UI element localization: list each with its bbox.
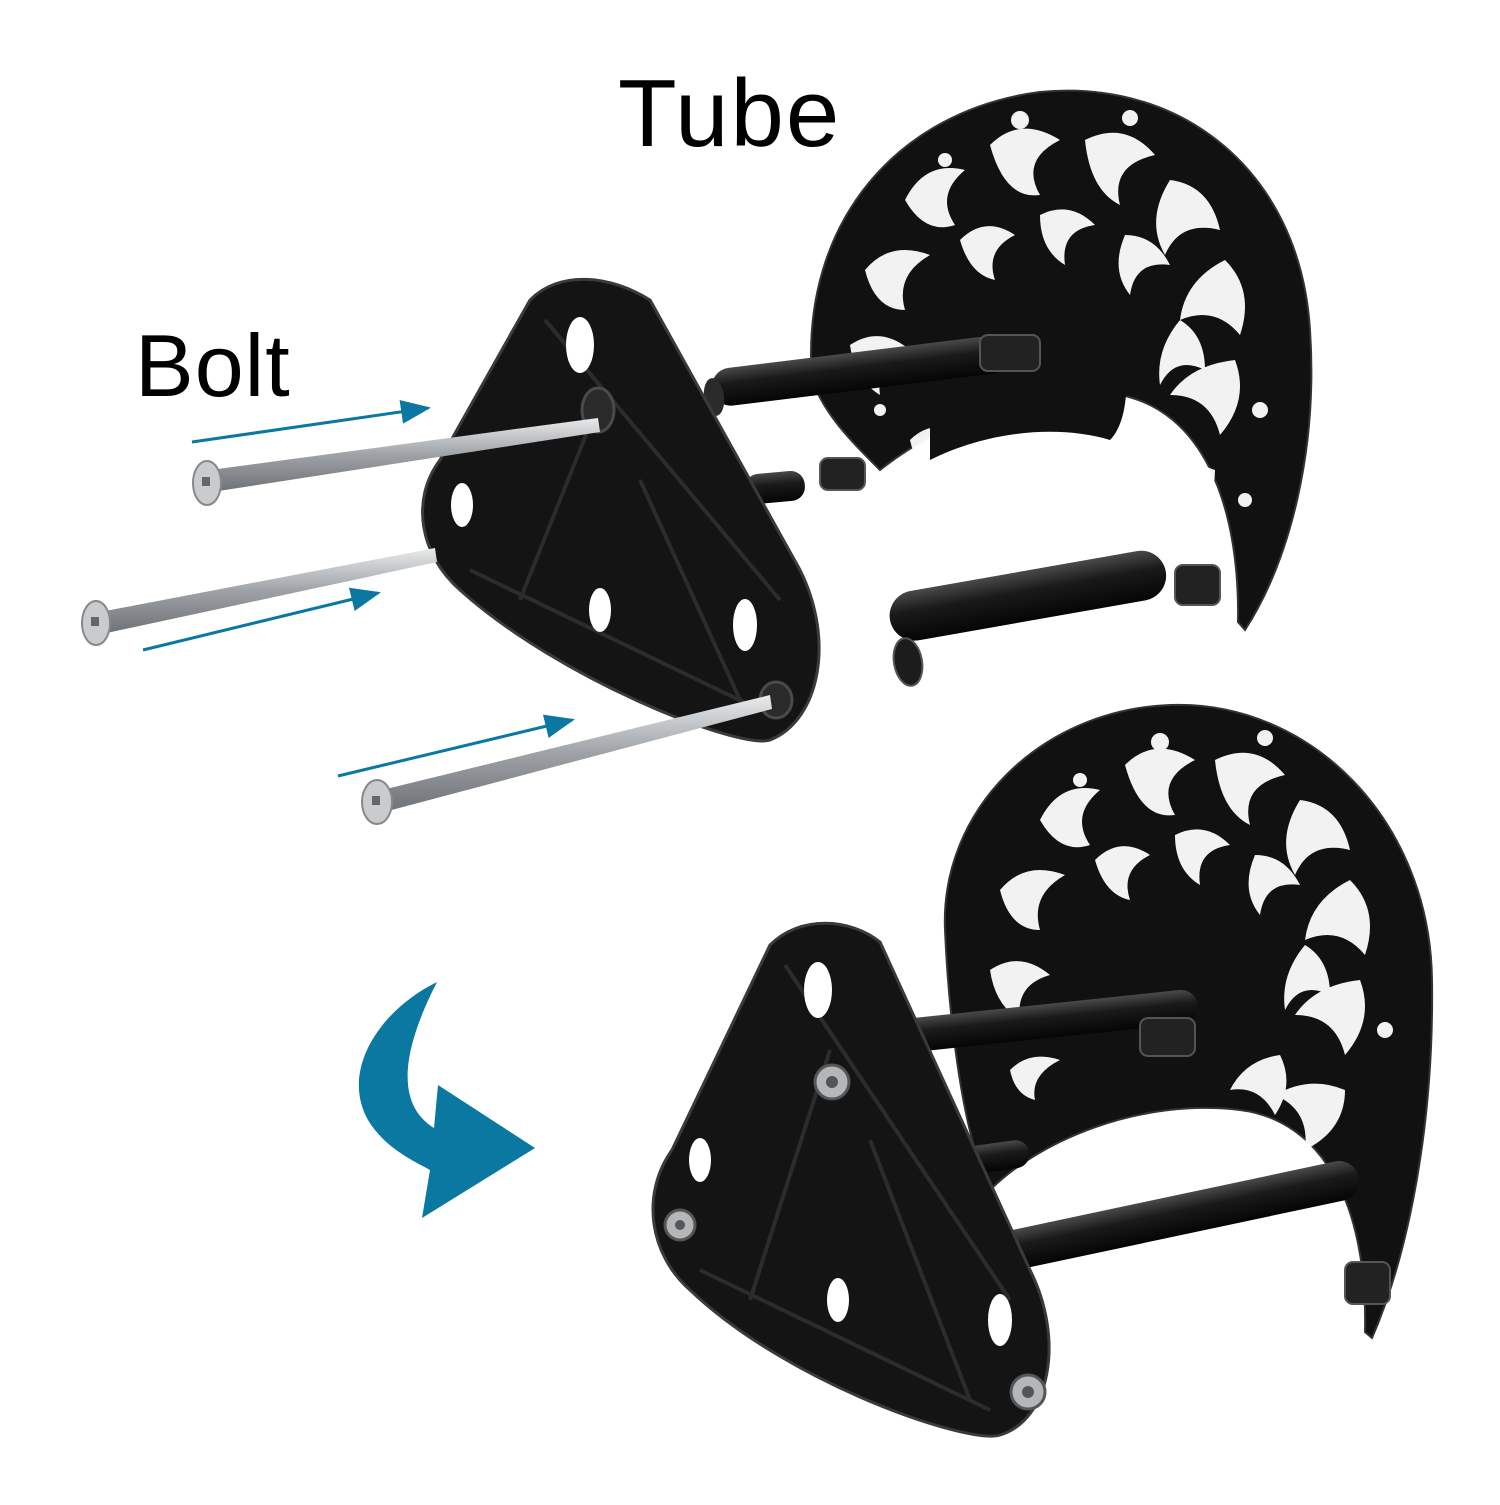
push-arrow-icon bbox=[142, 399, 575, 778]
bolt-1 bbox=[192, 418, 600, 506]
bolt-3 bbox=[361, 695, 772, 825]
triangle-bracket-bottom bbox=[651, 921, 1051, 1438]
bolts-top bbox=[81, 418, 772, 825]
tube-rods-top bbox=[703, 334, 1221, 687]
tube-label: Tube bbox=[618, 60, 842, 167]
triangle-bracket-top bbox=[421, 277, 821, 743]
curved-arrow-icon bbox=[358, 982, 535, 1218]
bolt-2 bbox=[81, 548, 437, 646]
bolt-label: Bolt bbox=[135, 316, 291, 415]
